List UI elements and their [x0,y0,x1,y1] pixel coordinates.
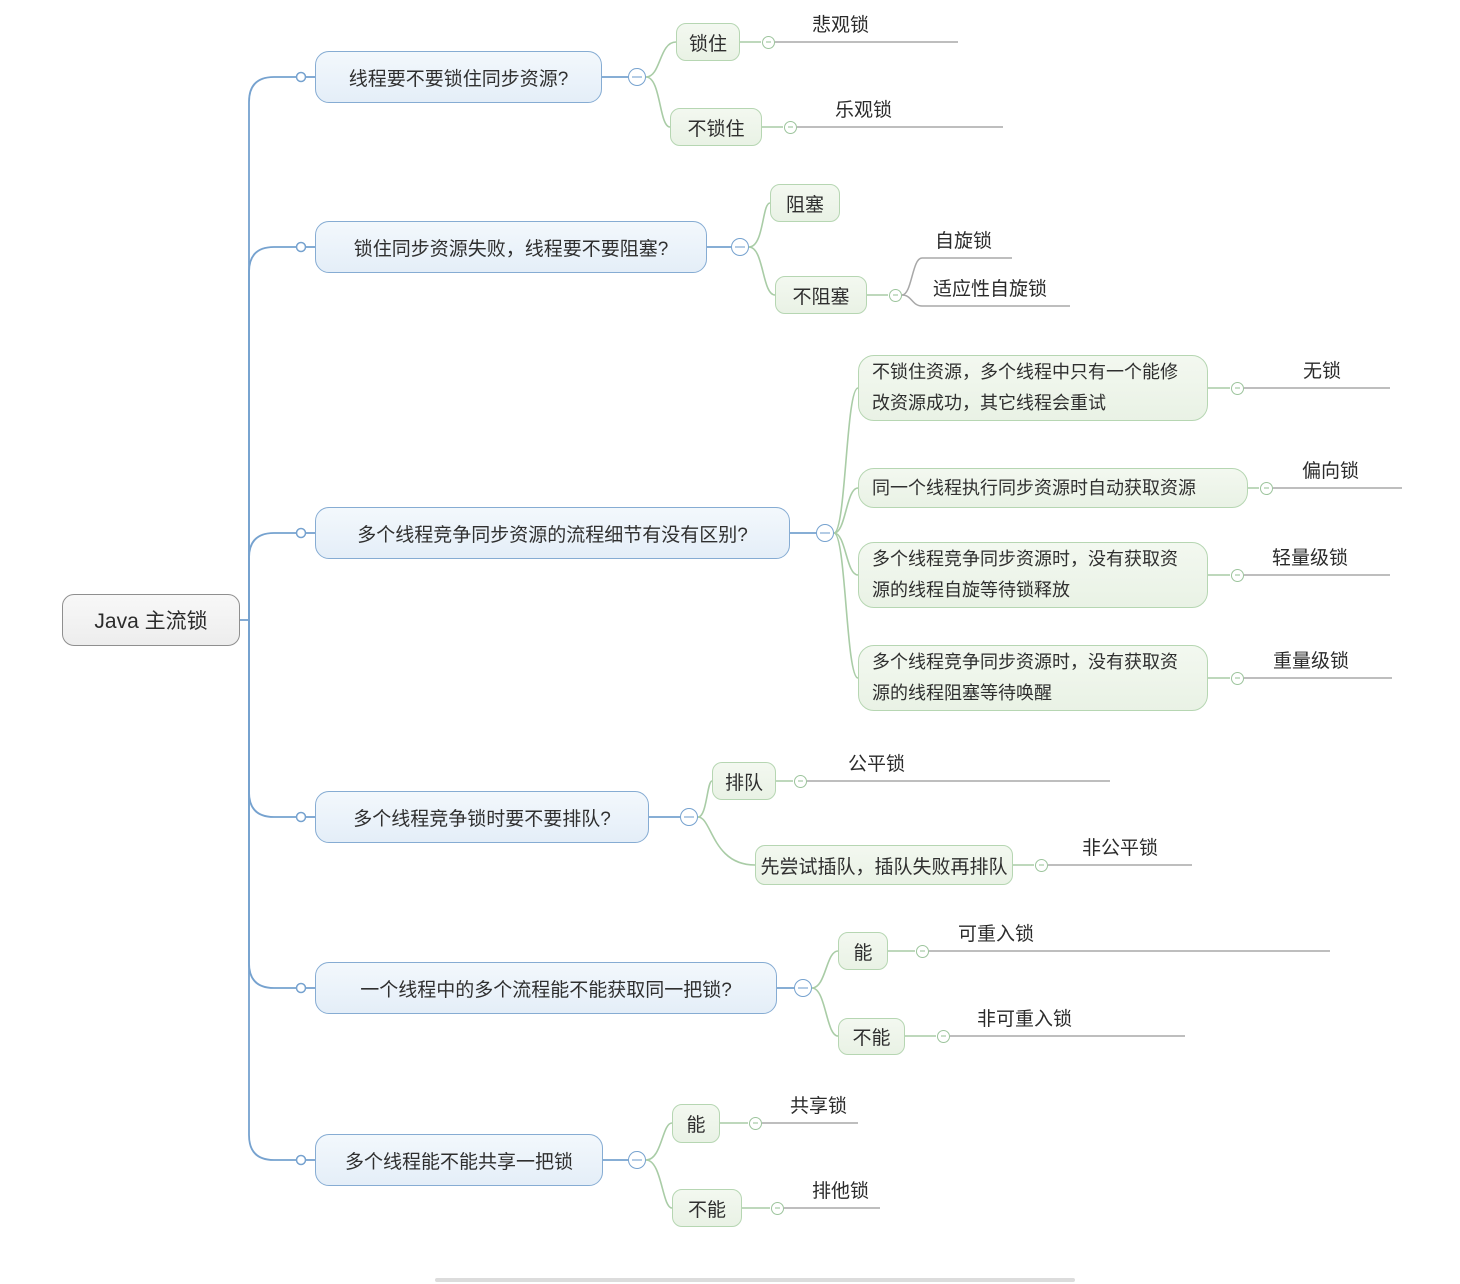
collapse-toggle-icon[interactable] [888,288,902,302]
collapse-toggle-icon[interactable] [761,35,775,49]
answer-node-spin-wait[interactable]: 多个线程竞争同步资源时，没有获取资源的线程自旋等待锁释放 [858,542,1208,608]
leaf-non-reentrant-lock[interactable]: 非可重入锁 [977,1009,1073,1030]
answer-node-cannot-share[interactable]: 不能 [672,1189,742,1227]
leaf-heavyweight-lock[interactable]: 重量级锁 [1273,651,1350,672]
collapse-toggle-icon[interactable] [628,1151,646,1169]
question-node-2[interactable]: 锁住同步资源失败，线程要不要阻塞? [315,221,707,273]
collapse-toggle-icon[interactable] [748,1116,762,1130]
collapse-toggle-icon[interactable] [1259,481,1273,495]
answer-node-try-cut-in[interactable]: 先尝试插队，插队失败再排队 [755,845,1013,885]
collapse-toggle-icon[interactable] [680,808,698,826]
root-node[interactable]: Java 主流锁 [62,594,240,646]
answer-node-same-thread-auto[interactable]: 同一个线程执行同步资源时自动获取资源 [858,468,1248,508]
leaf-shared-lock[interactable]: 共享锁 [790,1096,848,1117]
branch-point-dots [295,71,307,1166]
collapse-toggle-icon[interactable] [628,68,646,86]
collapse-toggle-icon[interactable] [1034,858,1048,872]
leaf-reentrant-lock[interactable]: 可重入锁 [958,924,1035,945]
question-node-1[interactable]: 线程要不要锁住同步资源? [315,51,602,103]
collapse-toggle-icon[interactable] [1230,381,1244,395]
collapse-toggle-icon[interactable] [793,774,807,788]
answer-node-block-wait[interactable]: 多个线程竞争同步资源时，没有获取资源的线程阻塞等待唤醒 [858,645,1208,711]
leaf-no-lock[interactable]: 无锁 [1303,361,1342,382]
leaf-adaptive-spin-lock[interactable]: 适应性自旋锁 [933,279,1048,300]
answer-node-lock[interactable]: 锁住 [676,23,740,61]
collapse-toggle-icon[interactable] [1230,568,1244,582]
answer-node-can-share[interactable]: 能 [672,1104,720,1143]
leaf-fair-lock[interactable]: 公平锁 [848,754,906,775]
horizontal-scrollbar[interactable] [435,1278,1075,1282]
question-node-4[interactable]: 多个线程竞争锁时要不要排队? [315,791,649,843]
collapse-toggle-icon[interactable] [783,120,797,134]
answer-node-no-block[interactable]: 不阻塞 [775,276,867,314]
collapse-toggle-icon[interactable] [731,238,749,256]
question-node-3[interactable]: 多个线程竞争同步资源的流程细节有没有区别? [315,507,790,559]
leaf-unfair-lock[interactable]: 非公平锁 [1082,838,1159,859]
answer-node-block[interactable]: 阻塞 [770,184,840,222]
collapse-toggle-icon[interactable] [936,1029,950,1043]
collapse-toggle-icon[interactable] [770,1201,784,1215]
answer-node-no-lock[interactable]: 不锁住 [670,108,762,146]
leaf-exclusive-lock[interactable]: 排他锁 [812,1181,870,1202]
collapse-toggle-icon[interactable] [915,944,929,958]
collapse-toggle-icon[interactable] [1230,671,1244,685]
collapse-toggle-icon[interactable] [816,524,834,542]
answer-node-can-reenter[interactable]: 能 [838,932,888,970]
leaf-spin-lock[interactable]: 自旋锁 [935,231,993,252]
green-answer-lines [645,41,1259,1209]
leaf-lightweight-lock[interactable]: 轻量级锁 [1272,548,1349,569]
leaf-biased-lock[interactable]: 偏向锁 [1302,461,1360,482]
answer-node-queue[interactable]: 排队 [712,762,776,800]
question-node-6[interactable]: 多个线程能不能共享一把锁 [315,1134,603,1186]
leaf-pessimistic-lock[interactable]: 悲观锁 [812,15,870,36]
collapse-toggle-icon[interactable] [794,979,812,997]
question-node-5[interactable]: 一个线程中的多个流程能不能获取同一把锁? [315,962,777,1014]
answer-node-no-lock-retry[interactable]: 不锁住资源，多个线程中只有一个能修改资源成功，其它线程会重试 [858,355,1208,421]
leaf-optimistic-lock[interactable]: 乐观锁 [835,100,893,121]
answer-node-cannot-reenter[interactable]: 不能 [838,1018,905,1055]
